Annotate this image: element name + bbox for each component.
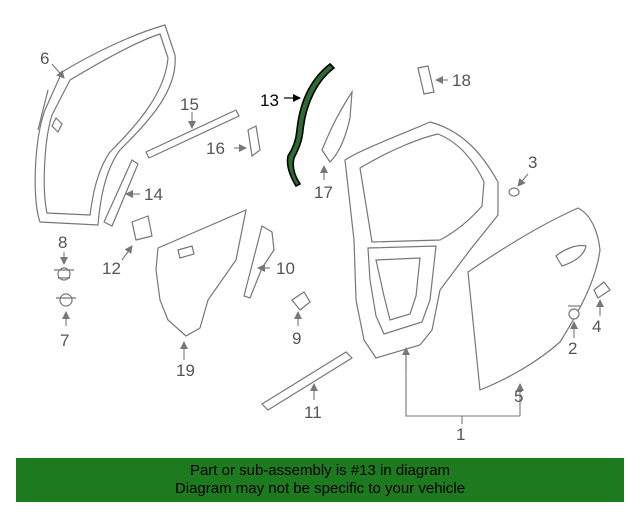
part-1-door-shell bbox=[344, 121, 499, 359]
part-4-cap bbox=[593, 281, 611, 299]
callout-3: 3 bbox=[528, 153, 537, 172]
part-3-clip bbox=[508, 187, 520, 197]
part-15-molding bbox=[145, 109, 240, 159]
callout-7: 7 bbox=[60, 331, 69, 350]
part-10-bracket bbox=[243, 225, 275, 299]
part-19-trim-panel bbox=[155, 208, 247, 337]
callout-14: 14 bbox=[144, 185, 163, 204]
part-18-trim bbox=[417, 65, 435, 95]
part-8-clip bbox=[54, 267, 74, 281]
leader-3 bbox=[517, 173, 529, 187]
callout-5: 5 bbox=[514, 387, 523, 406]
leader-1-bracket bbox=[405, 356, 520, 417]
callout-1: 1 bbox=[456, 425, 465, 444]
part-9-clip bbox=[291, 291, 311, 311]
exploded-parts-diagram: 6 15 16 13 18 3 14 17 8 12 10 7 9 4 2 19… bbox=[34, 24, 611, 444]
banner-line-1: Part or sub-assembly is #13 in diagram bbox=[189, 462, 451, 479]
callout-11: 11 bbox=[304, 403, 322, 422]
part-5-door-skin bbox=[467, 207, 601, 391]
part-6-weatherstrip bbox=[34, 24, 176, 226]
banner-line-2: Diagram may not be specific to your vehi… bbox=[174, 480, 466, 497]
part-7-clip bbox=[56, 293, 76, 307]
part-13-highlighted-seal bbox=[286, 62, 336, 188]
part-16-bracket bbox=[247, 125, 261, 158]
callout-9: 9 bbox=[292, 329, 301, 348]
callout-18: 18 bbox=[452, 71, 471, 90]
callout-16: 16 bbox=[206, 139, 225, 158]
part-17-window-trim bbox=[321, 89, 353, 163]
callout-13: 13 bbox=[260, 91, 279, 110]
leader-6 bbox=[51, 63, 65, 79]
part-11-lower-molding bbox=[261, 351, 353, 411]
callout-19: 19 bbox=[176, 361, 195, 380]
callout-12: 12 bbox=[102, 259, 121, 278]
callout-8: 8 bbox=[58, 233, 67, 252]
part-12-clip bbox=[131, 215, 153, 241]
callout-2: 2 bbox=[568, 339, 577, 358]
callout-17: 17 bbox=[314, 183, 333, 202]
callout-10: 10 bbox=[276, 259, 295, 278]
callout-4: 4 bbox=[592, 317, 601, 336]
leader-12 bbox=[121, 245, 133, 261]
callout-6: 6 bbox=[40, 49, 49, 68]
info-banner: Part or sub-assembly is #13 in diagram D… bbox=[16, 458, 624, 502]
callout-15: 15 bbox=[180, 95, 199, 114]
part-2-clip bbox=[568, 305, 580, 320]
part-14-channel bbox=[103, 159, 139, 227]
